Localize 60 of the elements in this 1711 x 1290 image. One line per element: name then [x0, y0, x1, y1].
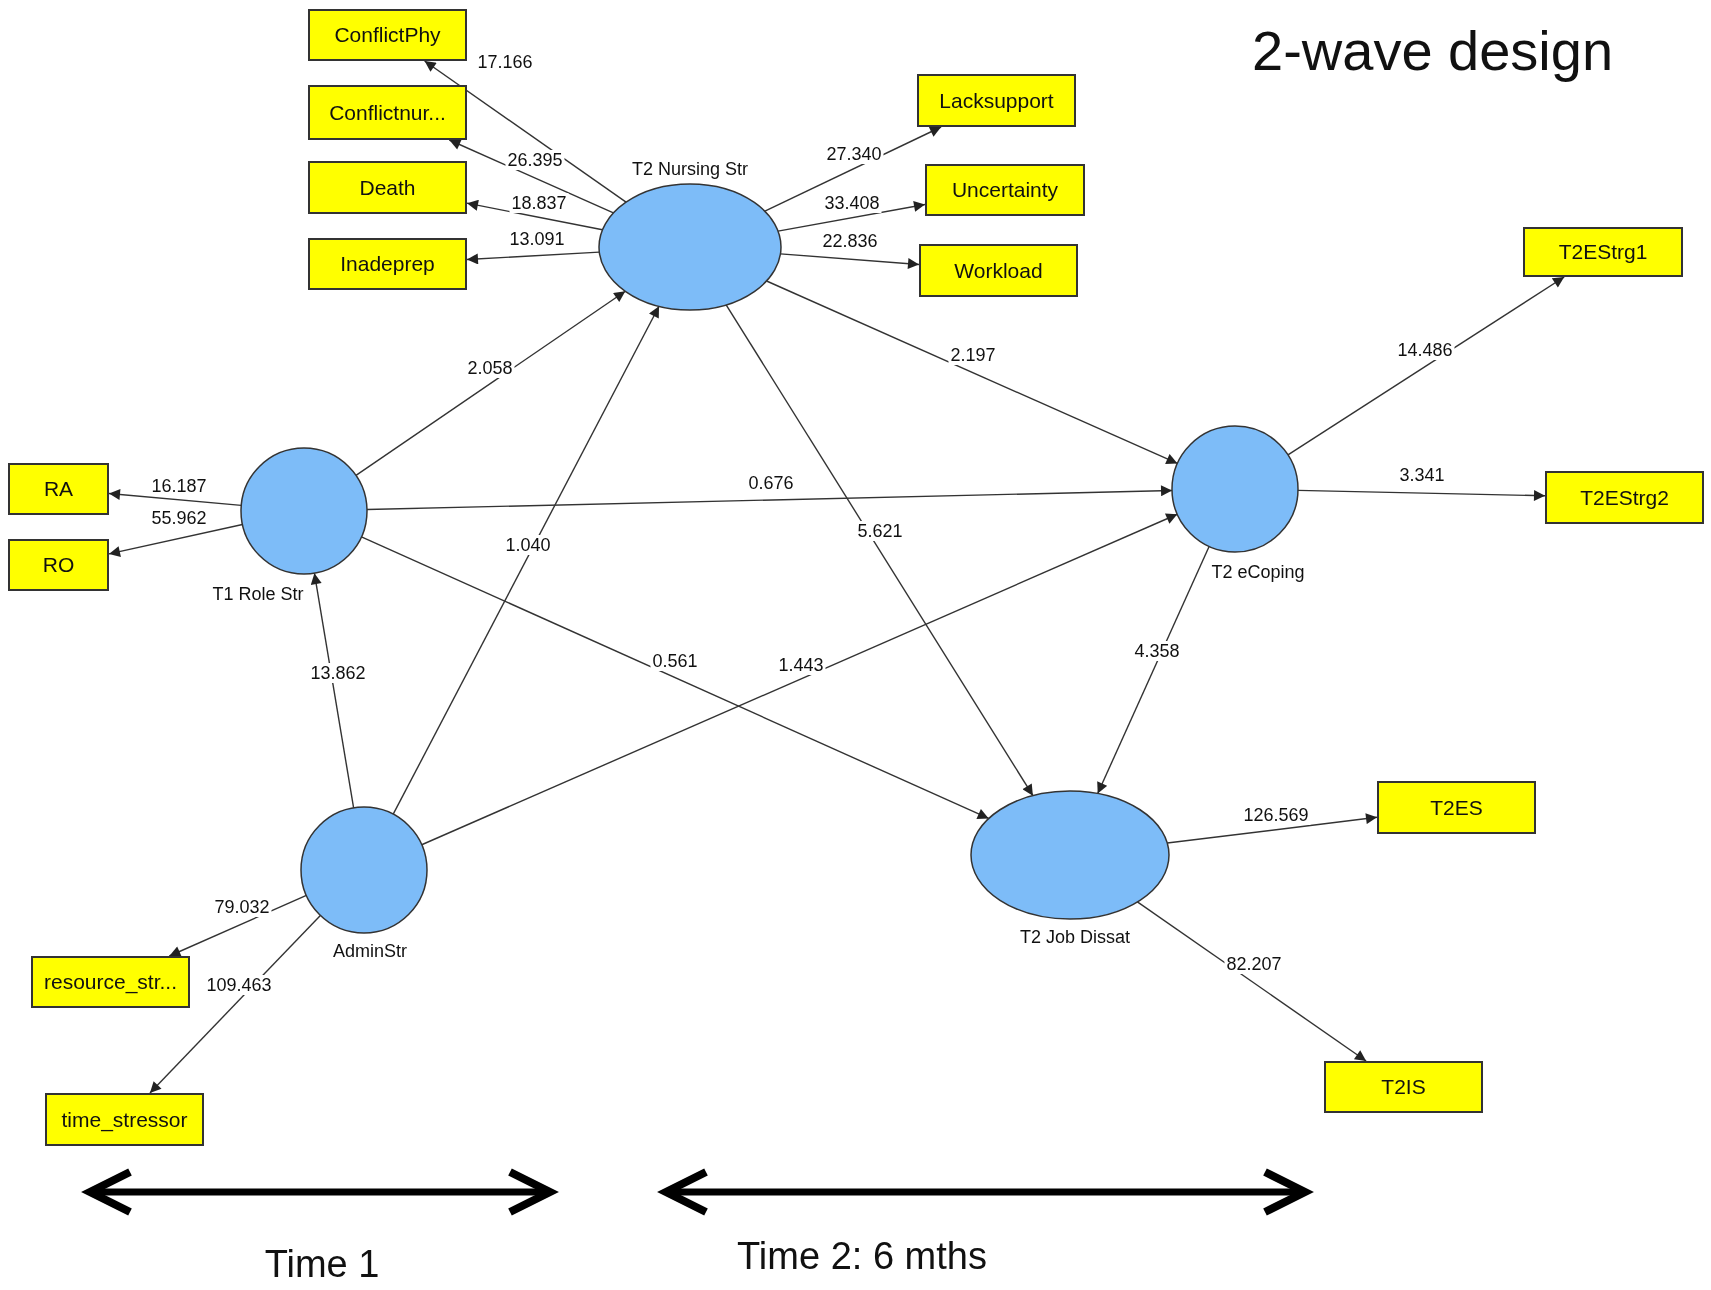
path-arrow — [392, 305, 660, 815]
path-arrow — [355, 290, 626, 477]
indicator-box: RA — [8, 463, 109, 515]
path-arrow — [360, 536, 990, 820]
path-arrow — [108, 489, 242, 507]
edge-label: 33.408 — [822, 193, 882, 213]
edge-label: 126.569 — [1241, 805, 1311, 825]
edge-label: 4.358 — [1132, 641, 1182, 661]
path-arrow — [149, 914, 322, 1094]
indicator-box: resource_str... — [31, 956, 190, 1008]
edge-label: 2.058 — [465, 358, 515, 378]
path-arrow — [1097, 545, 1210, 795]
edge-label: 109.463 — [204, 975, 274, 995]
path-arrow — [1136, 901, 1367, 1062]
timespan-label: Time 2: 6 mths — [737, 1234, 987, 1278]
edge-label: 1.443 — [776, 655, 826, 675]
latent-variable-label: T1 Role Str — [212, 583, 304, 605]
path-arrow — [421, 513, 1178, 846]
edge-label: 0.561 — [650, 651, 700, 671]
edge-label: 13.862 — [308, 663, 368, 683]
title: 2-wave design — [1252, 18, 1614, 83]
path-arrow — [764, 126, 942, 212]
indicator-box: Lacksupport — [917, 74, 1076, 127]
latent-variable-label: AdminStr — [333, 940, 407, 962]
edge-label: 18.837 — [509, 193, 569, 213]
indicator-box: T2EStrg1 — [1523, 227, 1683, 277]
edge-label: 5.621 — [855, 521, 905, 541]
edge-label: 26.395 — [505, 150, 565, 170]
indicator-box: Uncertainty — [925, 164, 1085, 216]
edge-label: 14.486 — [1395, 340, 1455, 360]
indicator-box: Conflictnur... — [308, 85, 467, 140]
path-arrow — [310, 572, 355, 809]
indicator-box: ConflictPhy — [308, 9, 467, 61]
path-arrow — [1287, 276, 1565, 456]
edge-label: 79.032 — [212, 897, 272, 917]
edge-label: 2.197 — [948, 345, 998, 365]
indicator-box: T2ES — [1377, 781, 1536, 834]
indicator-box: RO — [8, 539, 109, 591]
path-arrow — [725, 304, 1034, 797]
path-arrow — [448, 139, 615, 214]
path-arrow — [423, 60, 627, 203]
edge-label: 27.340 — [824, 144, 884, 164]
indicator-box: Death — [308, 161, 467, 214]
path-arrow — [1297, 489, 1546, 501]
path-arrow — [777, 201, 926, 232]
path-arrow — [765, 280, 1179, 465]
latent-variable-label: T2 eCoping — [1211, 561, 1305, 583]
path-arrow — [366, 485, 1173, 511]
indicator-box: T2IS — [1324, 1061, 1483, 1113]
timespan-label: Time 1 — [264, 1242, 380, 1286]
indicator-box: time_stressor — [45, 1093, 204, 1146]
indicator-box: T2EStrg2 — [1545, 471, 1704, 524]
edge-label: 82.207 — [1224, 954, 1284, 974]
indicator-box: Inadeprep — [308, 238, 467, 290]
indicator-box: Workload — [919, 244, 1078, 297]
edge-label: 1.040 — [503, 535, 553, 555]
latent-variable-label: T2 Job Dissat — [1020, 926, 1130, 948]
path-arrow — [1166, 813, 1378, 844]
latent-variable-label: T2 Nursing Str — [632, 158, 748, 180]
path-arrow — [466, 251, 600, 265]
